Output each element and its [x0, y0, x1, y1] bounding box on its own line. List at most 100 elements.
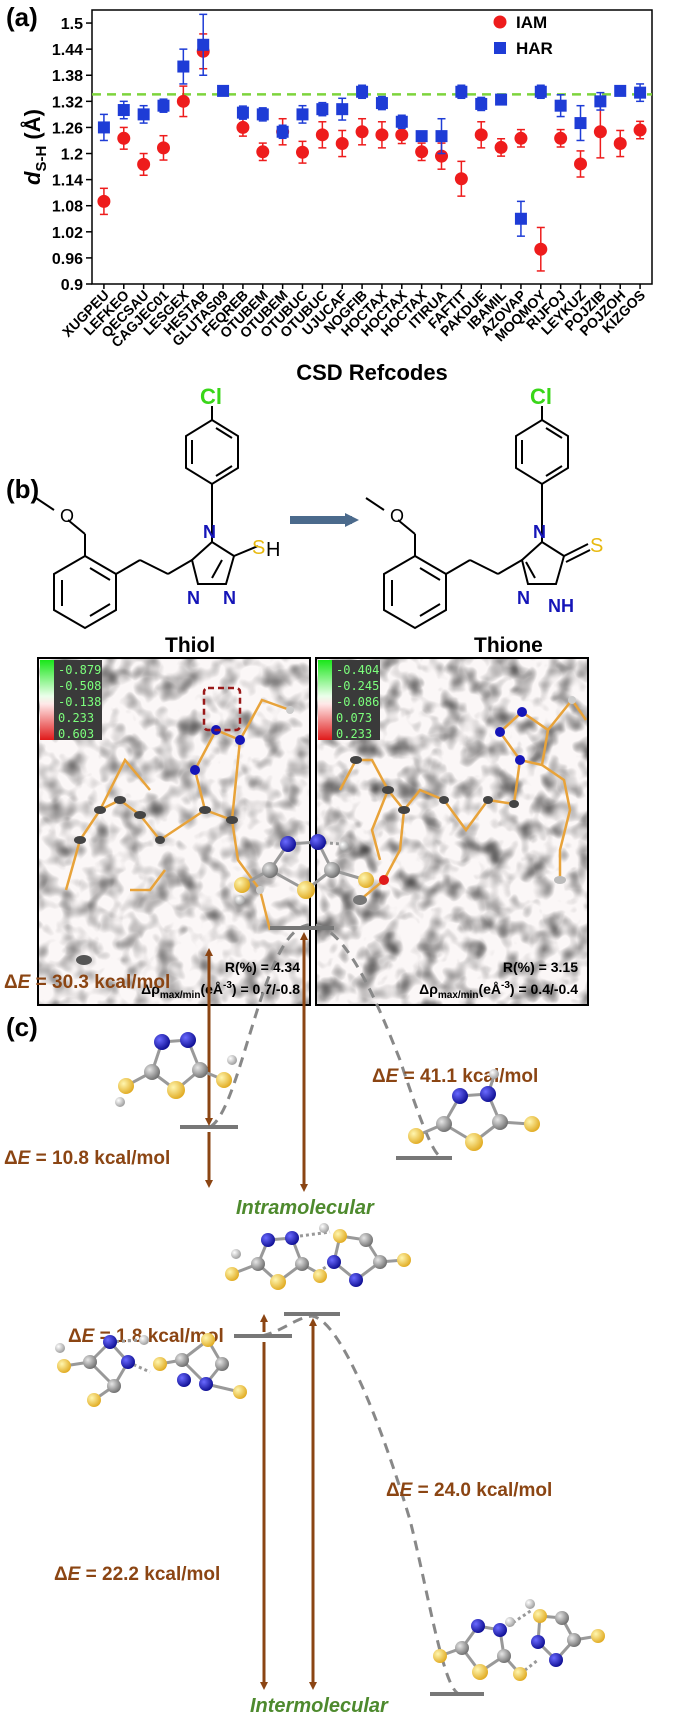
iam-point	[256, 145, 270, 159]
atom	[350, 756, 362, 764]
y-tick-label: 1.14	[52, 173, 83, 190]
atom	[439, 796, 449, 804]
thione-legend-4: 0.233	[336, 727, 372, 741]
iam-point	[613, 137, 627, 151]
thiol-n1: N	[187, 588, 200, 608]
atom	[94, 806, 106, 814]
panel-b-label: (b)	[6, 474, 39, 504]
thione-structure	[365, 406, 591, 630]
atom	[509, 800, 519, 808]
thione-residual-map: -0.404 -0.245 -0.086 0.073 0.233 R	[315, 657, 589, 1006]
iam-point	[514, 131, 528, 145]
atom	[190, 765, 200, 775]
har-point	[316, 103, 329, 116]
atom	[199, 806, 211, 814]
atom	[495, 727, 505, 737]
iam-point	[117, 131, 131, 145]
thiol-title: Thiol	[165, 634, 215, 657]
har-point	[534, 85, 547, 98]
thione-n1: N	[517, 588, 530, 608]
x-axis-title: CSD Refcodes	[296, 360, 448, 385]
thiol-methoxy-o: O	[60, 506, 74, 526]
y-tick-label: 1.02	[52, 225, 83, 242]
har-point	[375, 97, 388, 110]
thione-legend-2: -0.086	[336, 695, 379, 709]
har-point	[177, 60, 190, 73]
har-point	[137, 108, 150, 121]
har-point	[495, 93, 508, 106]
inter-energy-profile	[261, 1314, 463, 1696]
har-point	[197, 38, 210, 51]
plot-frame	[91, 9, 653, 285]
iam-point	[554, 131, 568, 145]
iam-point	[355, 125, 369, 139]
thiol-structure	[35, 406, 259, 630]
thiol-legend-3: 0.233	[58, 711, 94, 725]
har-point	[97, 121, 110, 134]
thiol-residual-map: -0.879 -0.508 -0.138 0.233 0.603	[37, 657, 311, 1006]
har-point	[415, 130, 428, 143]
y-tick-label: 1.26	[52, 120, 83, 137]
intra-energy-profile	[209, 923, 443, 1158]
y-tick-label: 0.9	[61, 277, 83, 294]
iam-point	[156, 141, 170, 155]
y-tick-label: 1.32	[52, 94, 83, 111]
iam-point	[534, 242, 548, 256]
har-point	[256, 108, 269, 121]
atom	[353, 895, 367, 905]
thione-rho-value: Δρmax/min(eÅ-3) = 0.4/-0.4	[419, 980, 578, 1001]
atom	[483, 796, 493, 804]
atom	[155, 836, 165, 844]
intermolecular-label: Intermolecular	[250, 1695, 389, 1715]
legend-iam-marker	[493, 15, 507, 29]
atom	[256, 886, 264, 894]
har-point	[296, 108, 309, 121]
thiol-cl: Cl	[200, 384, 222, 409]
thiol-legend-2: -0.138	[58, 695, 101, 709]
inter-reactant-dimer	[55, 1333, 247, 1407]
har-point	[395, 115, 408, 128]
atom	[226, 816, 238, 824]
iam-point	[176, 94, 190, 108]
har-point	[236, 106, 249, 119]
thiol-legend-1: -0.508	[58, 679, 101, 693]
y-tick-label: 1.08	[52, 199, 83, 216]
inter-ts-dimer	[225, 1223, 411, 1290]
iam-point	[315, 128, 329, 142]
inter-energy-22: ΔE = 22.2 kcal/mol	[54, 1564, 220, 1585]
har-point	[356, 85, 369, 98]
legend-iam-label: IAM	[516, 13, 547, 32]
har-point	[554, 99, 567, 112]
har-point	[594, 95, 607, 108]
iam-point	[633, 123, 647, 137]
atom	[568, 696, 576, 704]
y-tick-label: 0.96	[52, 251, 83, 268]
har-point	[475, 97, 488, 110]
scatter-chart: 0.90.961.021.081.141.21.261.321.381.441.…	[19, 9, 653, 385]
inter-product-dimer	[433, 1599, 605, 1681]
iam-point	[137, 157, 151, 171]
iam-point	[97, 194, 111, 208]
har-point	[455, 85, 468, 98]
iam-point	[375, 128, 389, 142]
thione-legend-1: -0.245	[336, 679, 379, 693]
y-tick-label: 1.44	[52, 42, 83, 59]
iam-point	[593, 125, 607, 139]
iam-point	[335, 137, 349, 151]
intra-reactant-molecule	[115, 1032, 237, 1107]
har-point	[336, 103, 349, 116]
har-point	[634, 86, 647, 99]
thiol-h: H	[266, 539, 280, 561]
panel-c-label: (c)	[6, 1012, 38, 1042]
thiol-legend-4: 0.603	[58, 727, 94, 741]
har-point	[217, 84, 230, 97]
y-tick-label: 1.2	[61, 147, 83, 164]
har-point	[117, 104, 130, 117]
har-point	[157, 99, 170, 112]
atom	[74, 836, 86, 844]
iam-point	[474, 128, 488, 142]
iam-point	[494, 140, 508, 154]
legend-har-label: HAR	[516, 39, 553, 58]
intra-energy-41: ΔE = 41.1 kcal/mol	[372, 1066, 538, 1087]
